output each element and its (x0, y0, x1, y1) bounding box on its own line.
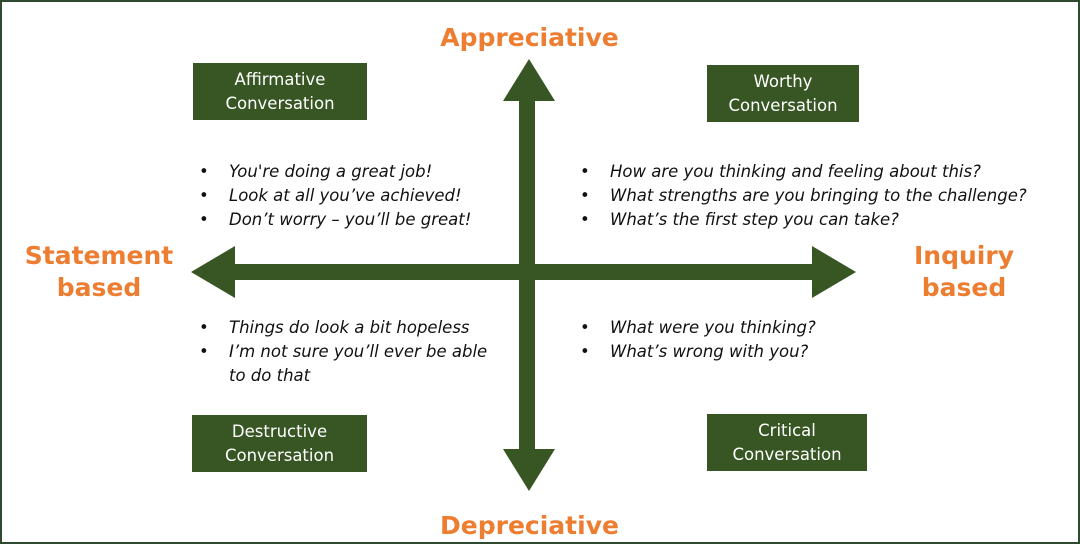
axis-label-appreciative: Appreciative (440, 23, 619, 52)
arrow-up-head (503, 59, 555, 101)
list-item-text: What were you thinking? (610, 318, 816, 337)
bullet-icon: • (580, 318, 590, 337)
list-item: • I’m not sure you’ll ever be able to do … (199, 340, 499, 388)
list-item-text: How are you thinking and feeling about t… (610, 162, 981, 181)
list-item: • Things do look a bit hopeless (199, 316, 499, 340)
axis-label-statement-based: Statement based (24, 241, 174, 302)
axis-label-depreciative: Depreciative (440, 511, 619, 540)
list-item-text: Things do look a bit hopeless (229, 318, 470, 337)
quadrant-title-line1: Worthy (753, 71, 813, 91)
bullet-icon: • (580, 210, 590, 229)
list-item-text: Don’t worry – you’ll be great! (229, 210, 472, 229)
quadrant-title-line2: Conversation (732, 444, 842, 464)
list-item: • What’s wrong with you? (580, 340, 880, 364)
list-item-text: What’s the first step you can take? (610, 210, 899, 229)
quadrant-title-line2: Conversation (728, 95, 838, 115)
list-item-text: What strengths are you bringing to the c… (610, 186, 1027, 205)
destructive-examples-list: • Things do look a bit hopeless • I’m not … (199, 316, 499, 388)
quadrant-title-affirmative: Affirmative Conversation (193, 63, 367, 120)
bullet-icon: • (580, 162, 590, 181)
quadrant-title-line2: Conversation (225, 93, 335, 113)
quadrant-title-destructive: Destructive Conversation (192, 415, 367, 472)
quadrant-title-critical: Critical Conversation (707, 414, 867, 471)
list-item: • How are you thinking and feeling about … (580, 160, 1050, 184)
list-item: • You're doing a great job! (199, 160, 499, 184)
list-item: • What were you thinking? (580, 316, 880, 340)
arrow-down-head (503, 449, 555, 491)
arrow-left-head (191, 246, 235, 298)
bullet-icon: • (580, 186, 590, 205)
list-item-text: You're doing a great job! (229, 162, 433, 181)
quadrant-title-line1: Critical (758, 420, 816, 440)
bullet-icon: • (199, 342, 209, 361)
horizontal-axis-shaft (232, 264, 816, 280)
list-item: • What’s the first step you can take? (580, 208, 1050, 232)
list-item: • What strengths are you bringing to the … (580, 184, 1050, 208)
bullet-icon: • (199, 162, 209, 181)
list-item-text: I’m not sure you’ll ever be able to do t… (229, 342, 488, 385)
bullet-icon: • (199, 186, 209, 205)
axis-label-inquiry-based: Inquiry based (914, 241, 1014, 302)
list-item-text: What’s wrong with you? (610, 342, 809, 361)
list-item: • Don’t worry – you’ll be great! (199, 208, 499, 232)
quadrant-title-line1: Destructive (231, 421, 328, 441)
worthy-examples-list: • How are you thinking and feeling about … (580, 160, 1050, 232)
bullet-icon: • (199, 318, 209, 337)
quadrant-title-line2: Conversation (224, 445, 335, 465)
quadrant-title-worthy: Worthy Conversation (707, 65, 859, 122)
critical-examples-list: • What were you thinking? • What’s wrong w… (580, 316, 880, 364)
list-item: • Look at all you’ve achieved! (199, 184, 499, 208)
list-item-text: Look at all you’ve achieved! (229, 186, 462, 205)
quadrant-title-line1: Affirmative (234, 69, 326, 89)
bullet-icon: • (199, 210, 209, 229)
affirmative-examples-list: • You're doing a great job! • Look at all … (199, 160, 499, 232)
arrow-right-head (812, 246, 856, 298)
bullet-icon: • (580, 342, 590, 361)
